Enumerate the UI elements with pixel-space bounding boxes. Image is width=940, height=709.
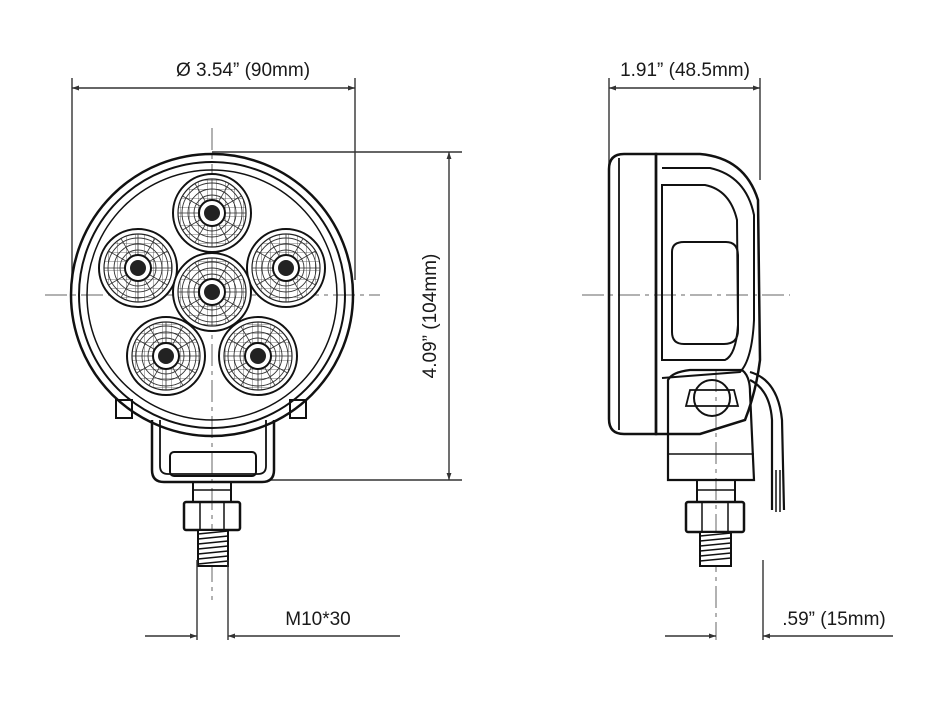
heat-sink-fin: [661, 184, 740, 361]
housing-outer-ring: [69, 152, 355, 438]
side-window: [671, 241, 739, 345]
led-lens-group: [98, 173, 326, 396]
bolt-label: M10*30: [285, 609, 351, 630]
side-mount-block: [666, 368, 756, 482]
cable: [749, 370, 786, 511]
height-label: 4.09” (104mm): [420, 254, 441, 379]
bracket-base: [169, 451, 257, 477]
led-lens: [126, 316, 206, 396]
side-bolt-thread: [699, 531, 732, 567]
led-lens: [172, 252, 252, 332]
housing-inner-ring: [78, 161, 346, 429]
led-lens: [98, 228, 178, 308]
pivot-bolt-head: [693, 379, 731, 417]
reflector-mesh: [86, 169, 338, 421]
side-bezel: [607, 152, 658, 436]
bolt-offset-label: .59” (15mm): [782, 609, 885, 630]
bolt-thread: [197, 529, 229, 567]
side-housing: [654, 152, 762, 436]
side-hex-nut: [684, 500, 746, 534]
side-view: 1.91” (48.5mm) .59” (15mm): [582, 60, 893, 640]
led-lens: [172, 173, 252, 253]
led-lens: [246, 228, 326, 308]
front-view: Ø 3.54” (90mm) 4.09” (104mm) M10*30: [45, 60, 462, 640]
depth-label: 1.91” (48.5mm): [620, 60, 750, 81]
diameter-label: Ø 3.54” (90mm): [176, 60, 310, 81]
led-lens: [218, 316, 298, 396]
